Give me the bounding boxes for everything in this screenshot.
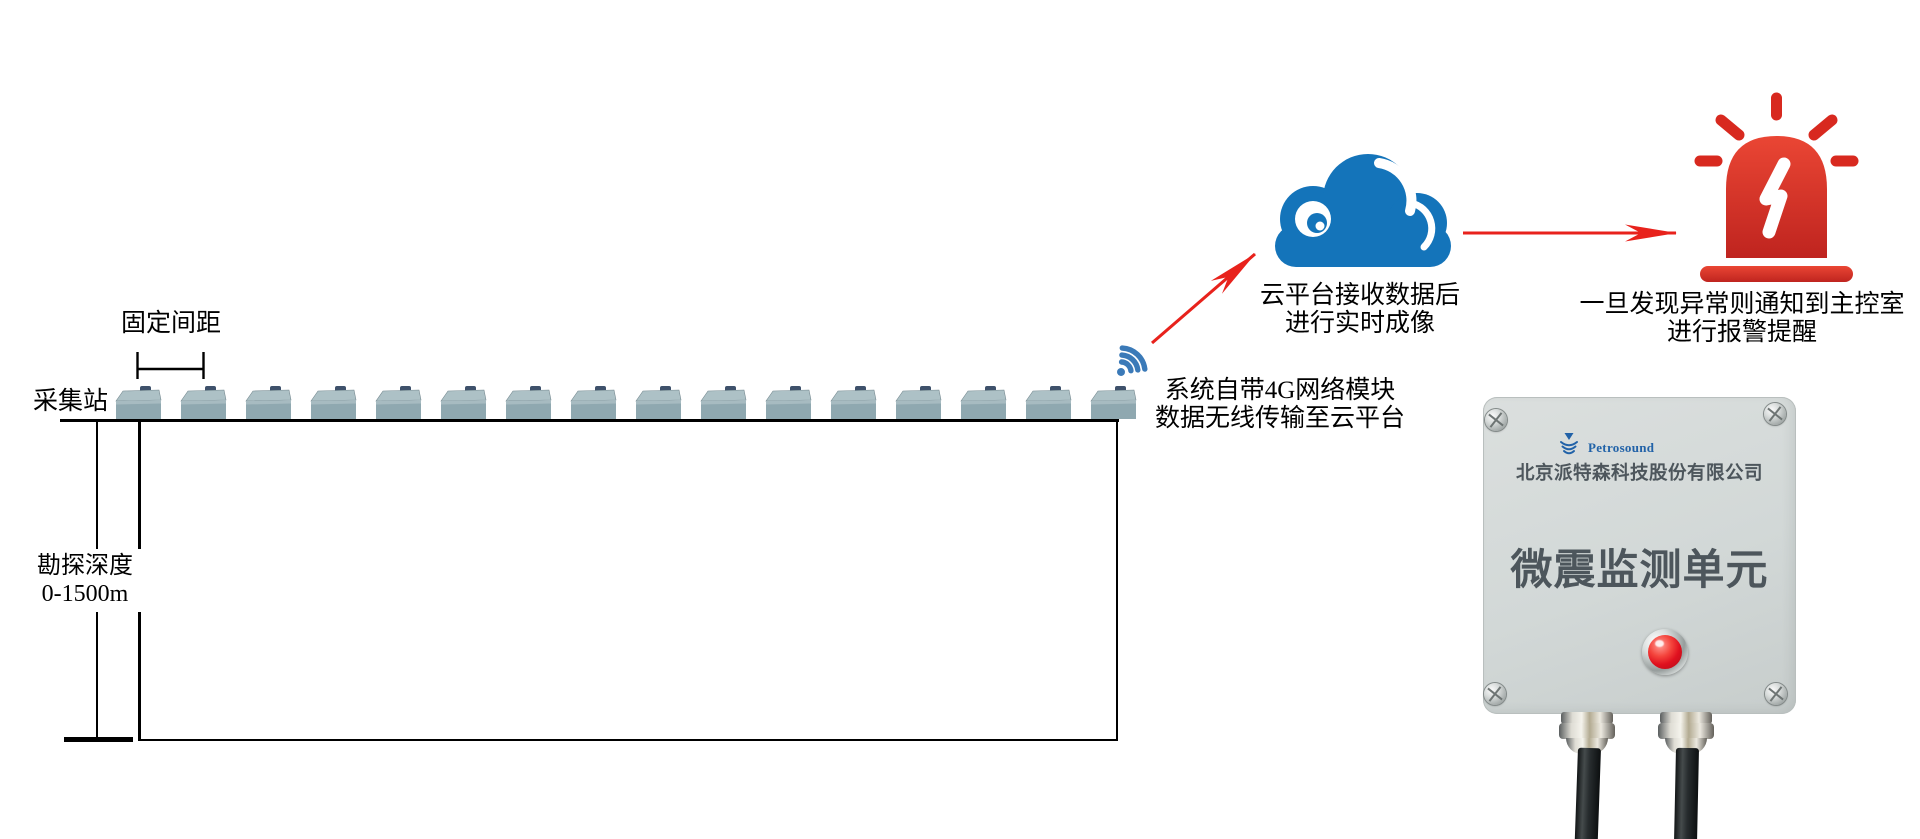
- led-indicator: [1642, 629, 1688, 675]
- alert-arrow: [1463, 224, 1677, 242]
- cable-gland: [1559, 712, 1615, 754]
- screw-icon: [1485, 409, 1507, 431]
- geophone-station: [245, 386, 292, 419]
- wifi-icon: [1117, 345, 1148, 376]
- uplink-arrow: [1150, 252, 1257, 345]
- survey-section-box: [138, 420, 1118, 741]
- geophone-station: [505, 386, 552, 419]
- cloud-caption-line1: 云平台接收数据后: [1259, 282, 1460, 309]
- depth-label: 勘探深度 0-1500m: [28, 549, 142, 613]
- sensor-cable: [1574, 747, 1601, 839]
- ground-line: [60, 419, 1119, 422]
- depth-dimension-tick: [64, 737, 133, 742]
- led-core: [1648, 635, 1682, 669]
- screw-icon: [1765, 683, 1787, 705]
- sensor-row: [115, 386, 1160, 420]
- brand-name: Petrosound: [1588, 440, 1655, 455]
- station-label: 采集站: [33, 388, 109, 415]
- geophone-station: [1090, 386, 1137, 419]
- device-title: 微震监测单元: [1510, 546, 1769, 593]
- geophone-station: [375, 386, 422, 419]
- geophone-station: [830, 386, 877, 419]
- geophone-station: [115, 386, 162, 419]
- brand-logo: Petrosound: [1558, 430, 1654, 457]
- geophone-station: [635, 386, 682, 419]
- depth-label-line1: 勘探深度: [37, 553, 133, 579]
- geophone-station: [570, 386, 617, 419]
- cloud-icon: [1275, 154, 1451, 267]
- monitoring-unit-device: Petrosound 北京派特森科技股份有限公司 微震监测单元: [1483, 397, 1796, 714]
- cloud-caption: 云平台接收数据后 进行实时成像: [1252, 282, 1468, 338]
- screw-icon: [1484, 683, 1506, 705]
- uplink-caption-line1: 系统自带4G网络模块: [1164, 377, 1396, 404]
- depth-label-line2: 0-1500m: [41, 580, 129, 607]
- uplink-caption-line2: 数据无线传输至云平台: [1154, 405, 1405, 432]
- spacing-bracket: [136, 352, 205, 379]
- geophone-station: [440, 386, 487, 419]
- alarm-caption-line1: 一旦发现异常则通知到主控室: [1579, 291, 1905, 318]
- geophone-station: [960, 386, 1007, 419]
- alarm-caption: 一旦发现异常则通知到主控室 进行报警提醒: [1560, 291, 1920, 347]
- geophone-station: [700, 386, 747, 419]
- screw-icon: [1764, 403, 1786, 425]
- company-name: 北京派特森科技股份有限公司: [1515, 462, 1763, 483]
- uplink-caption: 系统自带4G网络模块 数据无线传输至云平台: [1128, 377, 1432, 433]
- alarm-siren-icon: [1694, 92, 1859, 282]
- geophone-station: [1025, 386, 1072, 419]
- spacing-label: 固定间距: [120, 310, 221, 337]
- geophone-station: [765, 386, 812, 419]
- geophone-station: [310, 386, 357, 419]
- led-glint: [1655, 640, 1664, 647]
- sensor-cable: [1673, 747, 1699, 839]
- geophone-station: [180, 386, 227, 419]
- cloud-caption-line2: 进行实时成像: [1284, 310, 1435, 337]
- geophone-station: [895, 386, 942, 419]
- petrosound-wave-icon: [1560, 433, 1578, 455]
- alarm-caption-line2: 进行报警提醒: [1666, 319, 1817, 346]
